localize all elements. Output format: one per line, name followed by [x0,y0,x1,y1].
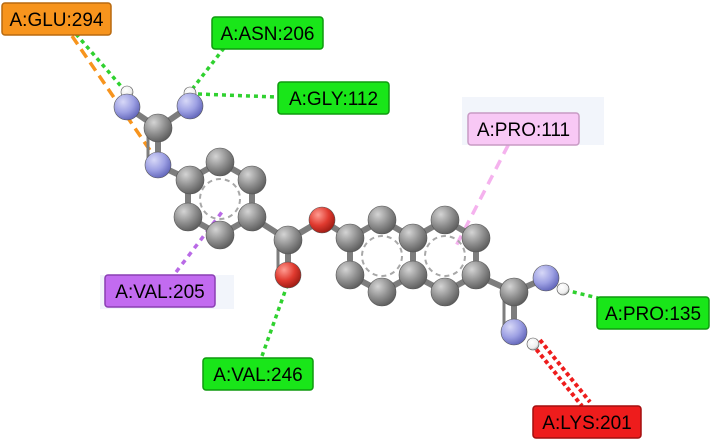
residue-gly112[interactable]: A:GLY:112 [277,81,390,115]
carbon-atom [335,223,365,253]
carbon-atom [205,220,235,250]
carbon-atom [173,202,203,232]
residue-box [211,16,324,50]
carbon-atom [398,260,428,290]
nitrogen-atom [176,92,204,120]
residue-box [104,274,216,308]
hbond-line-gly112 [197,92,277,99]
carbon-atom [205,147,235,177]
unfavorable-line-lys201-b [538,338,592,404]
nitrogen-atom [144,151,172,179]
residue-box [532,405,642,439]
residue-label: A:VAL:205 [115,282,204,303]
residue-asn206[interactable]: A:ASN:206 [211,16,324,50]
oxygen-atom [274,261,302,289]
residue-lys201[interactable]: A:LYS:201 [532,405,642,439]
residue-label: A:GLY:112 [289,89,378,110]
carbon-atom [273,225,303,255]
carbon-atom [335,260,365,290]
carbon-atom [499,277,529,307]
residue-label: A:LYS:201 [542,413,631,434]
hbond-line-pro135 [564,288,599,300]
unfavorable-line-lys201 [530,342,584,408]
carbon-atom [430,277,460,307]
carbon-atom [175,165,205,195]
residue-label: A:PRO:111 [477,120,570,141]
residue-val246[interactable]: A:VAL:246 [202,357,314,391]
carbon-atom [143,113,173,143]
residue-box [596,296,710,330]
aromatic-circles [199,178,466,277]
residue-box [202,357,314,391]
carbon-atom [367,205,397,235]
carbon-atom [398,223,428,253]
residue-label: A:PRO:135 [605,304,701,325]
residue-box [277,81,390,115]
carbon-atom [367,277,397,307]
nitrogen-atom [532,264,560,292]
oxygen-atom [308,206,336,234]
residue-box [467,112,580,146]
residue-label: A:VAL:246 [213,365,302,386]
residue-label: A:GLU:294 [10,10,104,31]
carbon-atom [237,165,267,195]
hbond-line-asn206 [188,46,226,94]
hbond-line-glu294 [74,32,128,94]
residue-pro111[interactable]: A:PRO:111 [467,112,580,146]
hbond-line-val246 [260,282,290,357]
residue-label: A:ASN:206 [221,24,315,45]
carbon-atom [237,202,267,232]
carbon-atom [430,205,460,235]
residue-box [1,2,112,36]
carbon-atom [461,223,491,253]
hydrogen-atom [556,282,570,296]
residue-pro135[interactable]: A:PRO:135 [596,296,710,330]
carbon-atom [461,260,491,290]
salt-bridge-line [70,35,160,163]
nitrogen-atom [500,318,528,346]
hydrogen-atom [526,337,540,351]
residue-glu294[interactable]: A:GLU:294 [1,2,112,36]
nitrogen-atom [113,93,141,121]
atoms [113,85,570,351]
residue-labels: A:GLU:294 A:ASN:206 A:GLY:112 A:PRO:111 … [1,2,710,439]
residue-val205[interactable]: A:VAL:205 [104,274,216,308]
